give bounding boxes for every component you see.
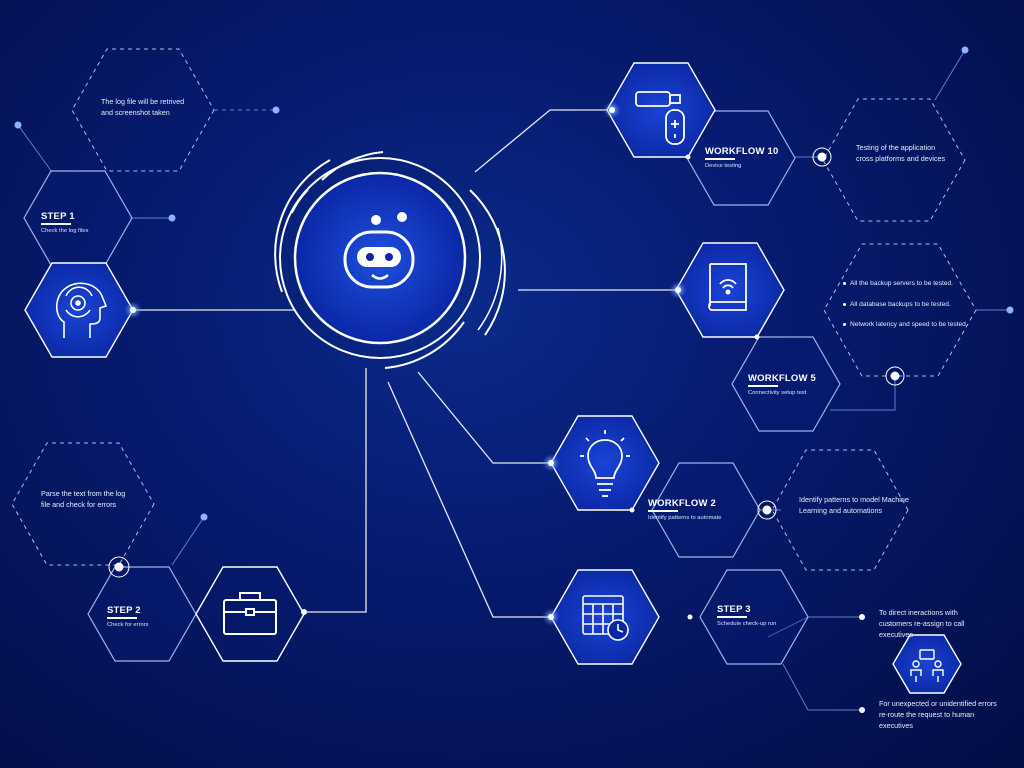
robot-face-icon xyxy=(343,212,415,289)
step2-rule xyxy=(107,617,137,619)
workflow10-note: Testing of the application cross platfor… xyxy=(856,143,946,163)
connector-step3 xyxy=(387,381,551,618)
workflow10-note-hex xyxy=(822,98,966,222)
workflow10-subtitle: Device testing xyxy=(705,163,742,169)
step3-rule xyxy=(717,616,747,618)
workflow5-bullet-3: Network latency and speed to be tested. xyxy=(843,321,968,330)
step1-subtitle: Check the log files xyxy=(41,228,89,234)
calendar-clock-icon xyxy=(582,595,629,641)
connector-workflow10 xyxy=(474,109,612,173)
icon-hexagons xyxy=(24,62,962,694)
step1-title: STEP 1 xyxy=(41,211,75,222)
workflow2-title: WORKFLOW 2 xyxy=(648,498,716,509)
step3-title: STEP 3 xyxy=(717,604,751,615)
workflow10-rule xyxy=(705,158,735,160)
meeting-people-icon xyxy=(910,649,944,682)
workflow5-subtitle: Connectivity setup test xyxy=(748,390,807,396)
workflow5-label-hex xyxy=(731,336,841,432)
connector-workflow2 xyxy=(417,371,551,464)
meeting-icon-hex xyxy=(892,634,962,694)
workflow10-title: WORKFLOW 10 xyxy=(705,146,779,157)
workflow2-note: Identify patterns to model Machine Learn… xyxy=(799,495,909,515)
step1-rule xyxy=(41,223,71,225)
workflow5-bullet-2: All database backups to be tested. xyxy=(843,301,968,310)
wifi-book-icon xyxy=(708,263,747,311)
workflow5-title: WORKFLOW 5 xyxy=(748,373,816,384)
note-hexagons xyxy=(11,48,977,571)
label-hexagons xyxy=(23,110,841,665)
workflow5-bullet-1: All the backup servers to be tested. xyxy=(843,280,968,289)
junction-dots xyxy=(14,46,1014,713)
step2-title: STEP 2 xyxy=(107,605,141,616)
head-gear-icon xyxy=(55,282,108,338)
workflow5-icon-hex xyxy=(675,242,785,338)
step3-icon-hex xyxy=(550,569,660,665)
step2-note: Parse the text from the log file and che… xyxy=(41,489,126,509)
lightbulb-icon xyxy=(580,430,630,497)
step3-note-bottom: For unexpected or unidentified errors re… xyxy=(879,699,997,730)
workflow2-rule xyxy=(648,510,678,512)
step1-note-hex xyxy=(71,48,215,172)
connector-lines xyxy=(133,109,678,618)
step3-subtitle: Schedule check-up run xyxy=(717,621,777,627)
step1-note: The log file will be retrived and screen… xyxy=(101,97,185,117)
step2-label-hex xyxy=(87,566,197,662)
step3-label-hex xyxy=(699,569,809,665)
target-rings xyxy=(108,147,905,578)
workflow5-rule xyxy=(748,385,778,387)
workflow2-subtitle: Identify patterns to automate xyxy=(648,515,722,521)
connector-step2 xyxy=(304,368,367,613)
step2-note-hex xyxy=(11,442,155,566)
usb-remote-icon xyxy=(635,91,685,145)
secondary-lines xyxy=(17,49,1010,711)
workflow5-note-hex xyxy=(823,243,977,377)
briefcase-icon xyxy=(223,592,277,635)
step2-subtitle: Check for errors xyxy=(107,622,149,628)
step3-note-top: To direct ineractions with customers re-… xyxy=(879,608,965,639)
